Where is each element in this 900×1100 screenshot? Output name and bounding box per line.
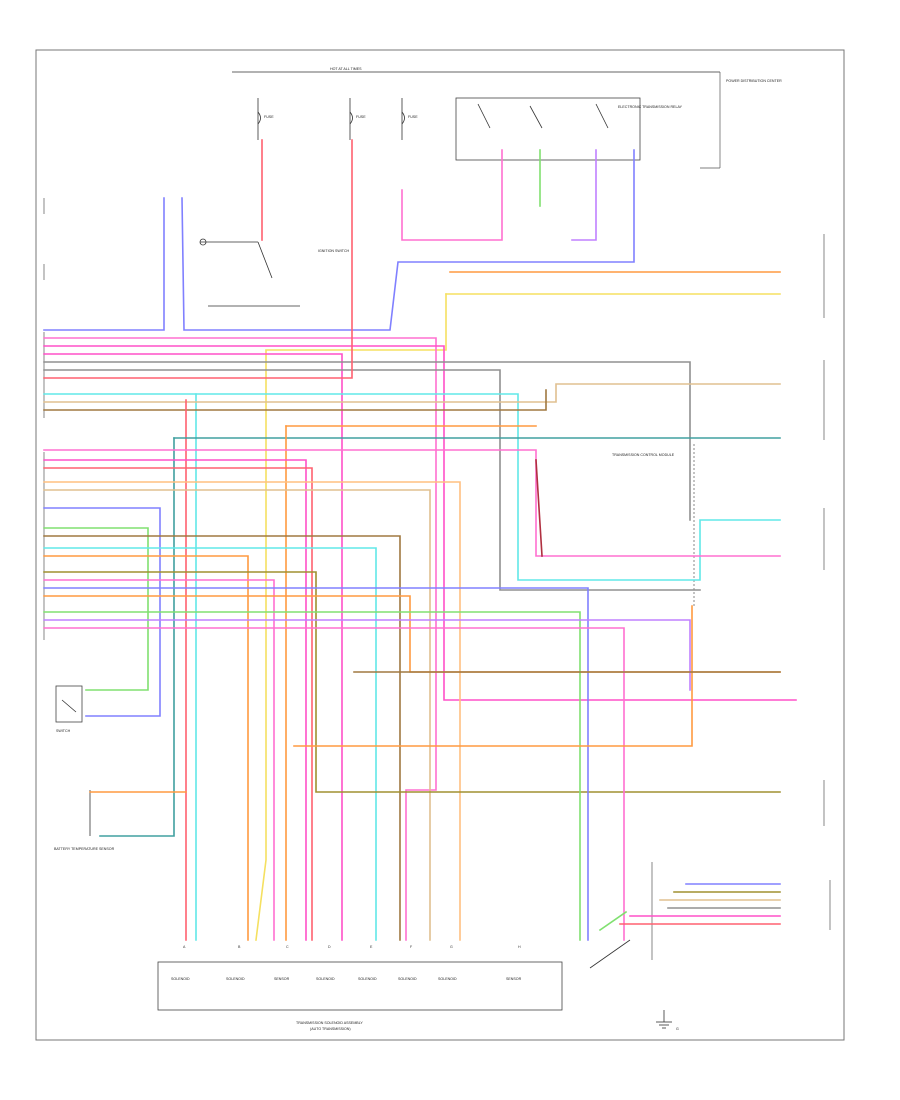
power-distribution-center-label: POWER DISTRIBUTION CENTER <box>726 79 782 83</box>
wire-yellow-9 <box>255 293 447 941</box>
battery-sensor-label: BATTERY TEMPERATURE SENSOR <box>54 847 115 851</box>
wire-magenta-12 <box>43 353 343 941</box>
tcm-label: TRANSMISSION CONTROL MODULE <box>612 453 675 457</box>
solenoid-component-2-pin: B <box>238 945 241 949</box>
wire-blue-38 <box>43 587 589 941</box>
wire-blue-6 <box>181 149 635 331</box>
fuse-b-label: FUSE <box>356 115 366 119</box>
wire-orange-39 <box>43 595 781 673</box>
solenoid-assembly-title: TRANSMISSION SOLENOID ASSEMBLY <box>296 1021 363 1025</box>
fuse-c: FUSE <box>401 98 418 140</box>
solenoid-assembly: TRANSMISSION SOLENOID ASSEMBLY (AUTO TRA… <box>157 945 563 1031</box>
wire-green-52 <box>598 910 628 932</box>
wire-magenta-11 <box>43 345 797 701</box>
solenoid-component-5-label: SOLENOID <box>358 977 377 981</box>
solenoid-component-3-pin: C <box>286 945 289 949</box>
wire-tan-18 <box>43 383 781 403</box>
solenoid-assembly-subtitle: (AUTO TRANSMISSION) <box>310 1027 351 1031</box>
wire-pink-2 <box>401 149 503 241</box>
fuse-b: FUSE <box>349 98 366 140</box>
wires <box>43 139 797 941</box>
solenoid-component-7-label: SOLENOID <box>438 977 457 981</box>
wire-violet-4 <box>571 149 597 241</box>
solenoid-component-3-label: SENSOR <box>274 977 290 981</box>
solenoid-component-4-pin: D <box>328 945 331 949</box>
left-switch-label: SWITCH <box>56 729 71 733</box>
wire-pink-25 <box>43 449 781 557</box>
ignition-switch: IGNITION SWITCH <box>199 238 350 307</box>
wire-pink-37 <box>43 579 275 941</box>
wire-pink-42 <box>43 627 625 941</box>
relay-module: ELECTRONIC TRANSMISSION RELAY <box>455 97 683 161</box>
wire-brown-19 <box>43 389 547 411</box>
wire-cyan-16 <box>43 393 781 581</box>
solenoid-component-6-label: SOLENOID <box>398 977 417 981</box>
hot-at-all-times-label: HOT AT ALL TIMES <box>330 67 362 71</box>
wire-darkred-26 <box>535 459 543 557</box>
wire-blue-5 <box>43 197 165 331</box>
solenoid-component-8-label: SENSOR <box>506 977 522 981</box>
wire-teal-22 <box>99 437 175 837</box>
wire-orange-44 <box>293 605 693 747</box>
solenoid-component-2-label: SOLENOID <box>226 977 245 981</box>
solenoid-component-1-pin: A <box>183 945 186 949</box>
wire-red-28 <box>43 467 313 941</box>
solenoid-component-8-pin: H <box>518 945 521 949</box>
wire-peach-29 <box>43 481 461 941</box>
wire-green-40 <box>43 611 581 941</box>
wire-olive-36 <box>43 571 781 793</box>
relay-module-label: ELECTRONIC TRANSMISSION RELAY <box>618 105 683 109</box>
left-switch: SWITCH <box>55 685 83 733</box>
ground-label: G <box>676 1027 679 1031</box>
solenoid-component-4-label: SOLENOID <box>316 977 335 981</box>
wire-cyan-34 <box>43 547 377 941</box>
wire-gray-13 <box>43 361 691 521</box>
power-distribution-center: HOT AT ALL TIMES POWER DISTRIBUTION CENT… <box>232 67 782 169</box>
wire-orange-35 <box>43 555 249 941</box>
diagram-frame <box>35 49 845 1041</box>
wire-pink-10 <box>43 337 437 941</box>
solenoid-component-6-pin: F <box>410 945 413 949</box>
ignition-switch-label: IGNITION SWITCH <box>318 249 350 253</box>
battery-temperature-sensor: BATTERY TEMPERATURE SENSOR <box>54 790 115 851</box>
wire-green-32 <box>43 527 149 691</box>
solenoid-component-7-pin: G <box>450 945 453 949</box>
wire-violet-41 <box>43 619 691 691</box>
lower-right-module <box>589 862 831 969</box>
solenoid-component-1-label: SOLENOID <box>171 977 190 981</box>
wire-magenta-27 <box>43 459 307 941</box>
fuse-a-label: FUSE <box>264 115 274 119</box>
wire-tan-30 <box>43 489 431 941</box>
solenoid-component-5-pin: E <box>370 945 373 949</box>
wire-gray-14 <box>43 369 701 591</box>
wire-brown-33 <box>43 535 401 941</box>
transmission-control-module: TRANSMISSION CONTROL MODULE <box>612 444 695 606</box>
fuse-a: FUSE <box>257 98 274 140</box>
fuse-c-label: FUSE <box>408 115 418 119</box>
wire-red-15 <box>43 139 353 379</box>
ground-symbol: G <box>656 1010 679 1031</box>
